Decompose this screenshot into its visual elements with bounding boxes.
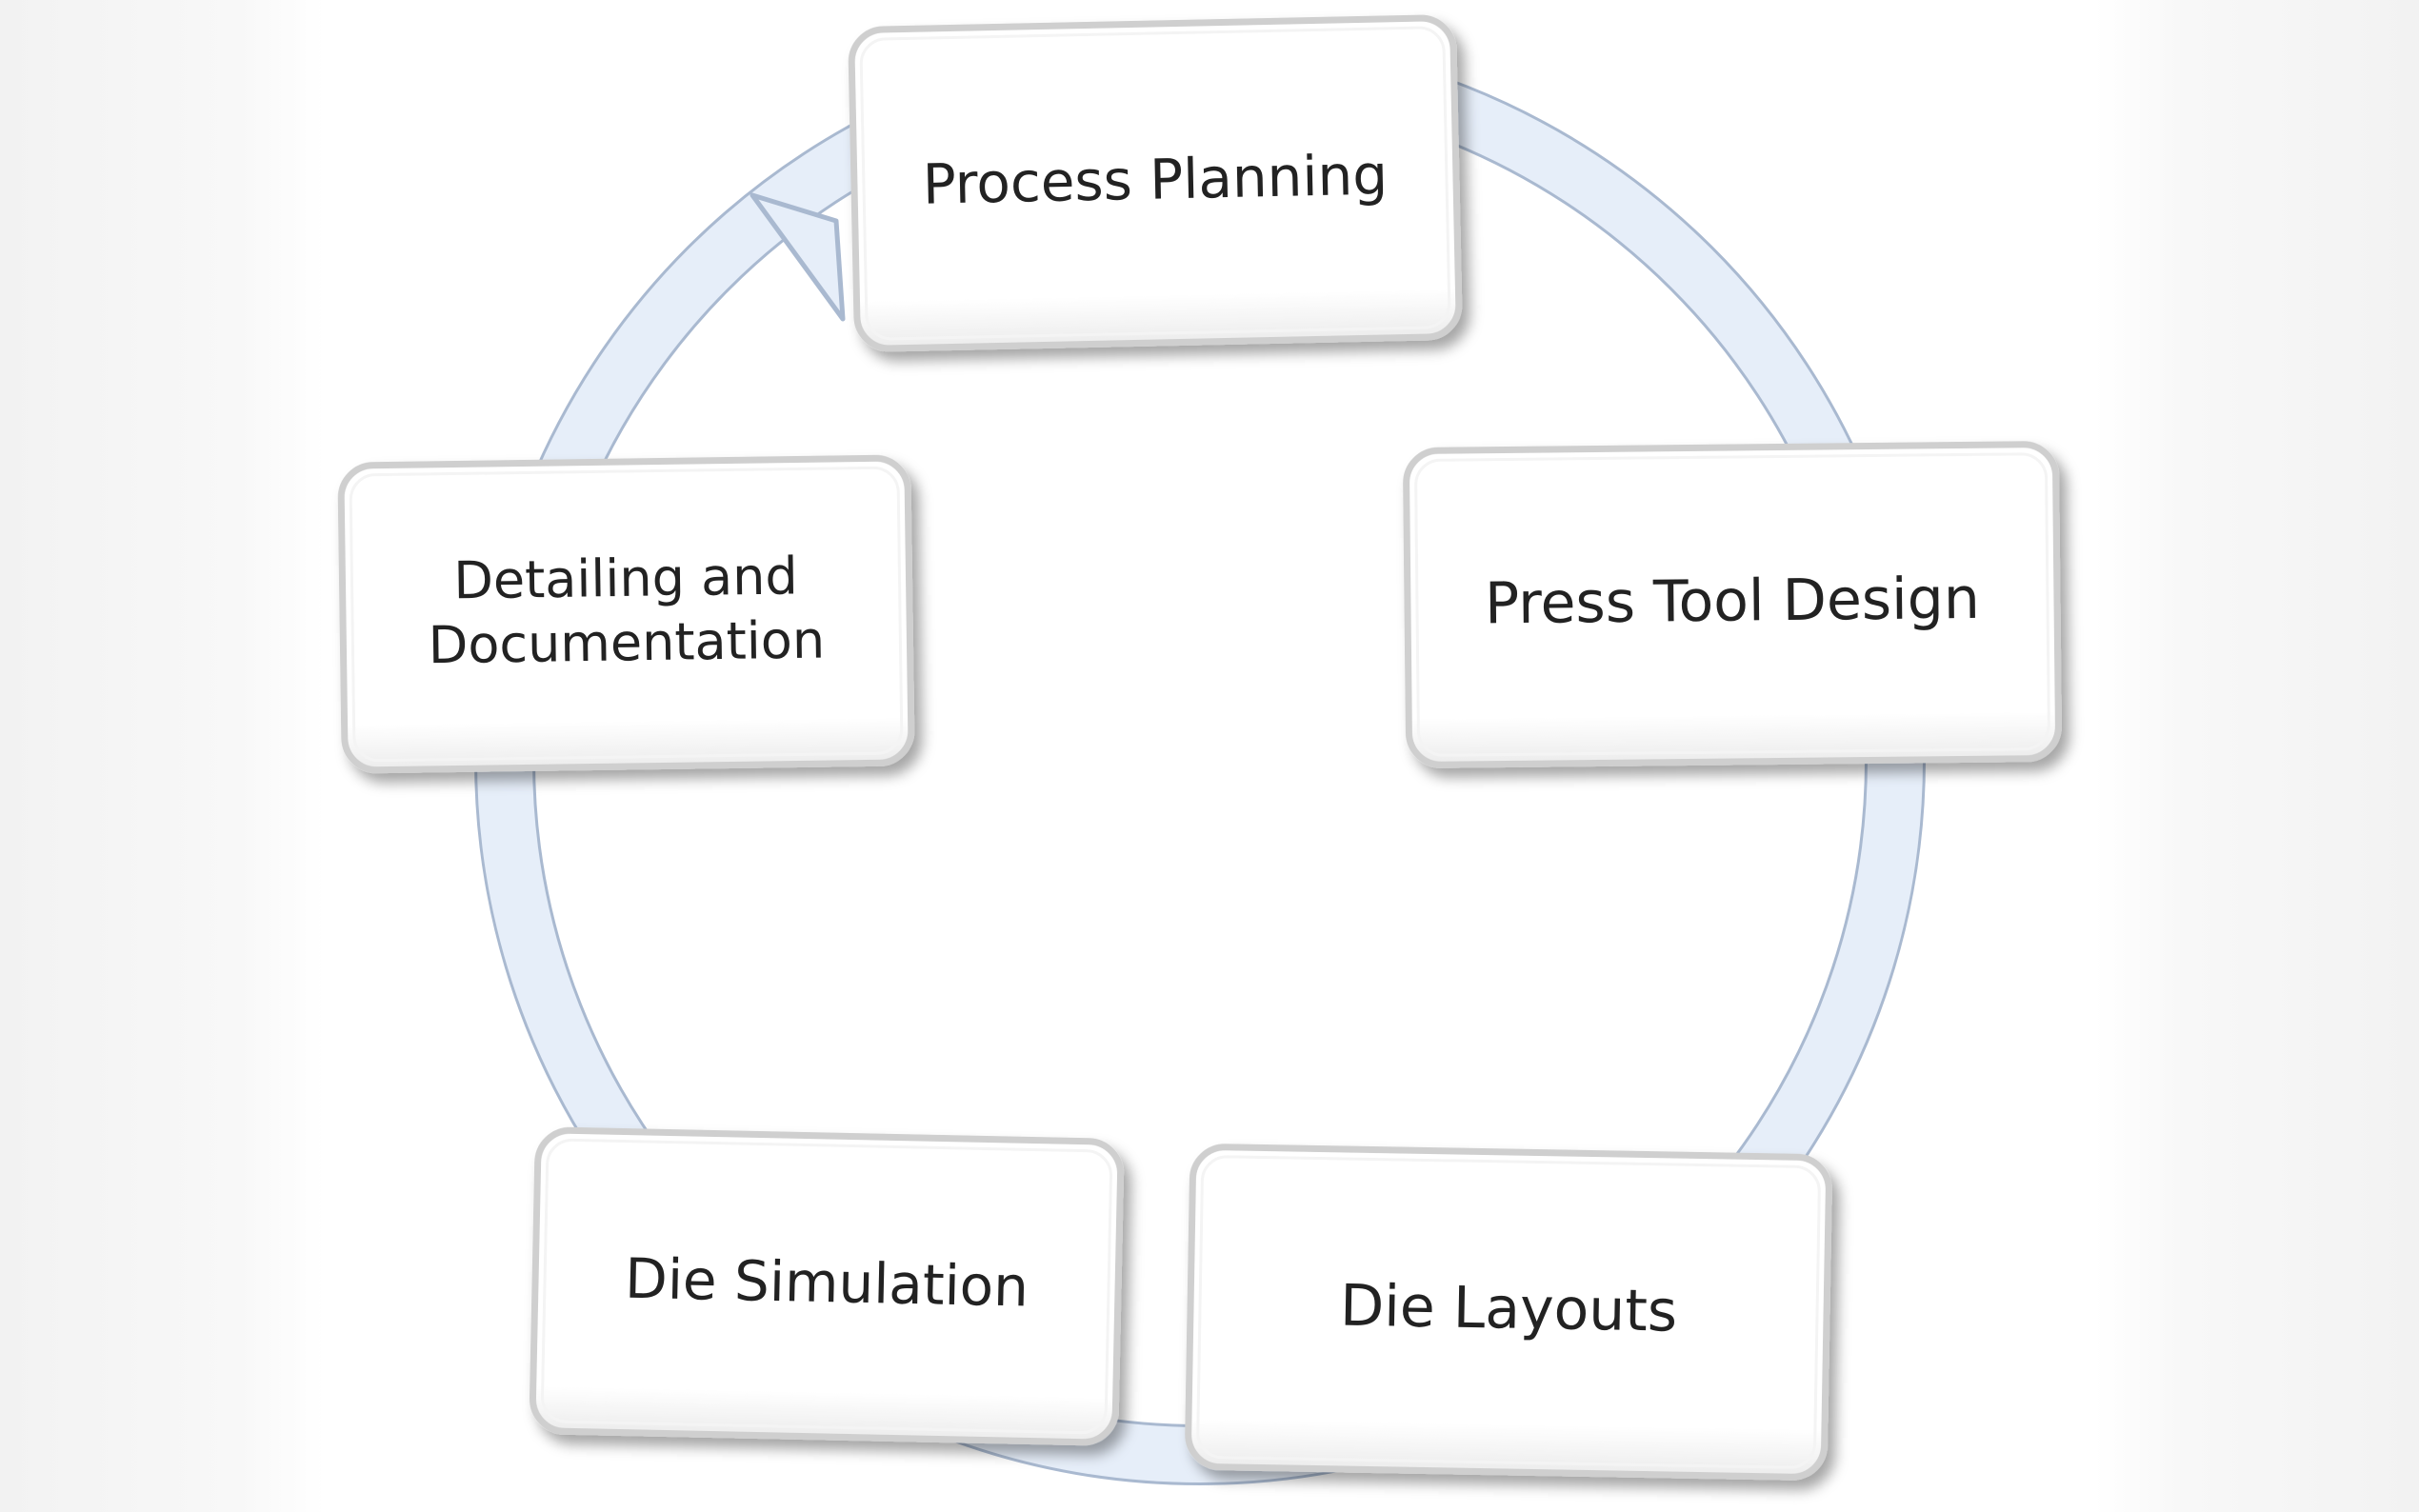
node-die-simulation: Die Simulation	[529, 1126, 1125, 1446]
node-process-planning: Process Planning	[848, 14, 1463, 352]
node-label: Documentation	[428, 609, 825, 675]
cycle-arrowhead	[750, 192, 846, 322]
node-label: Press Tool Design	[1485, 566, 1980, 637]
node-box-bevel	[541, 1138, 1112, 1435]
node-box-bevel	[859, 26, 1451, 341]
node-label: Detailing and	[453, 546, 798, 610]
node-label: Process Planning	[922, 143, 1389, 217]
node-box	[1403, 441, 2062, 768]
node-label: Die Simulation	[624, 1246, 1029, 1320]
node-box-bevel	[1414, 452, 2050, 757]
node-box	[337, 454, 915, 774]
node-box-bevel	[1196, 1155, 1821, 1469]
arrowhead-to-process-planning	[750, 192, 846, 322]
node-box	[848, 14, 1463, 352]
node-label: Die Layouts	[1339, 1273, 1677, 1345]
node-box-bevel	[349, 466, 904, 763]
node-press-tool-design: Press Tool Design	[1403, 441, 2062, 768]
node-box	[1185, 1144, 1832, 1481]
node-die-layouts: Die Layouts	[1185, 1144, 1832, 1481]
node-box	[529, 1126, 1125, 1446]
